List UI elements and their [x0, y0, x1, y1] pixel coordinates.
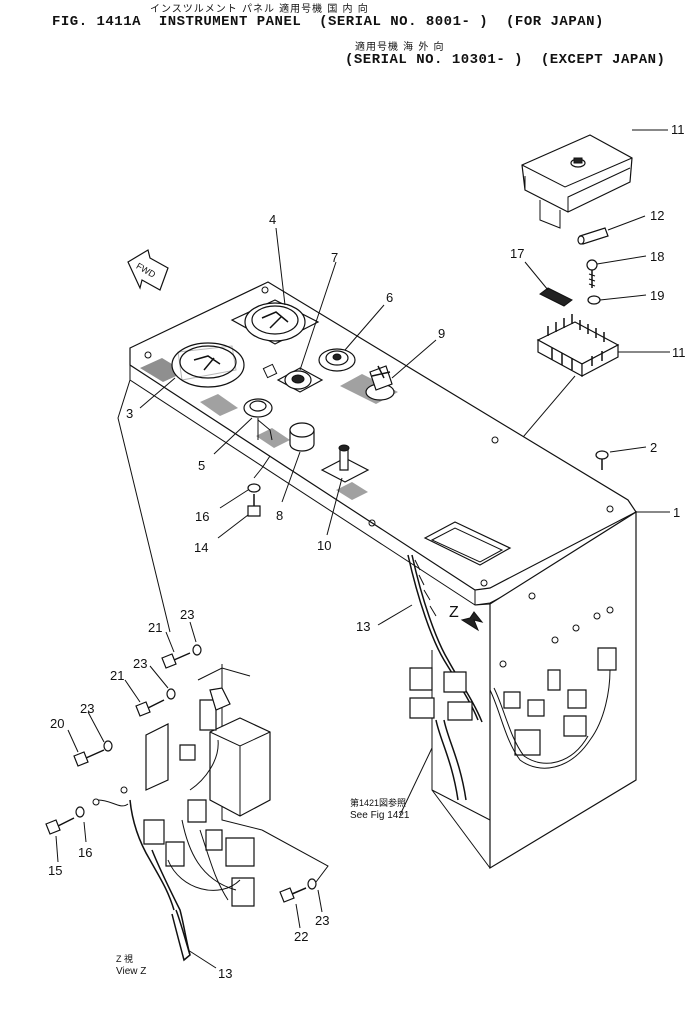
washer-part-16-bottom	[75, 806, 85, 818]
callout-1: 1	[673, 505, 680, 520]
callout-19: 19	[650, 288, 664, 303]
toggle-switch-part-10	[320, 444, 370, 483]
screw-part-2	[595, 450, 609, 470]
callout-18: 18	[650, 249, 664, 264]
wire-harness-part-13	[407, 554, 617, 801]
see-fig-reference: See Fig 1421	[350, 810, 410, 821]
switch-part-6	[318, 348, 356, 372]
sleeve-part-12	[577, 227, 609, 245]
callout-14: 14	[194, 540, 208, 555]
figure-number: FIG. 1411A	[52, 14, 142, 30]
callout-12: 12	[650, 208, 664, 223]
callout-11-cover: 11	[671, 122, 685, 137]
callout-23-c: 23	[80, 701, 94, 716]
clip-part-17	[539, 287, 573, 307]
button-part-8	[289, 422, 315, 452]
view-z-japanese: Z 視	[116, 953, 133, 964]
bolt-part-22	[279, 887, 307, 903]
washer-part-19	[587, 295, 601, 305]
callout-23-b: 23	[133, 656, 147, 671]
bolt-part-20	[73, 749, 105, 767]
view-z-assembly	[129, 664, 271, 962]
console-box	[431, 510, 637, 870]
z-arrow-label: Z	[449, 604, 459, 621]
washer-part-23-c	[103, 740, 113, 752]
view-z-label: View Z	[116, 966, 146, 977]
callout-10: 10	[317, 538, 331, 553]
callout-8: 8	[276, 508, 283, 523]
header-japanese-line-1: インスツルメント パネル 適用号機 国 内 向	[150, 4, 369, 15]
except-japan: (EXCEPT JAPAN)	[540, 52, 666, 68]
callout-20: 20	[50, 716, 64, 731]
screw-part-18	[586, 259, 598, 288]
header-japanese-line-2: 適用号機 海 外 向	[355, 42, 445, 53]
washer-part-16-top	[247, 483, 261, 493]
switch-part-7	[262, 363, 324, 393]
cover-part-11	[521, 134, 633, 229]
callout-17: 17	[510, 246, 524, 261]
figure-title: INSTRUMENT PANEL	[158, 14, 302, 30]
figure-title-line: FIG. 1411A INSTRUMENT PANEL (SERIAL NO. …	[52, 14, 604, 30]
gauge-part-3	[171, 342, 245, 388]
callout-16-bottom: 16	[78, 845, 92, 860]
callout-15: 15	[48, 863, 62, 878]
callout-22: 22	[294, 929, 308, 944]
serial-export: (SERIAL NO. 10301- )	[345, 52, 524, 68]
callout-21-upper: 21	[148, 620, 162, 635]
callout-13-view: 13	[218, 966, 232, 981]
bolt-part-15	[45, 817, 75, 835]
for-japan: (FOR JAPAN)	[506, 14, 604, 30]
forward-direction-arrow	[127, 249, 169, 291]
view-z-arrow	[460, 611, 484, 632]
export-serial-line: (SERIAL NO. 10301- ) (EXCEPT JAPAN)	[345, 52, 665, 68]
ground-wire	[97, 799, 129, 807]
reference-line-center	[257, 419, 273, 441]
callout-16-top: 16	[195, 509, 209, 524]
bolt-part-21-upper	[161, 652, 191, 669]
callout-7: 7	[331, 250, 338, 265]
callout-11-block: 11	[672, 345, 686, 360]
callout-6: 6	[386, 290, 393, 305]
callout-23-d: 23	[315, 913, 329, 928]
key-switch-part-9	[340, 365, 398, 404]
callout-3: 3	[126, 406, 133, 421]
washer-part-23-a	[192, 644, 202, 656]
gauge-part-4	[230, 299, 320, 345]
callout-9: 9	[438, 326, 445, 341]
instrument-panel-top	[129, 281, 637, 606]
bolt-part-21-lower	[135, 699, 165, 717]
callout-13-main: 13	[356, 619, 370, 634]
callout-23-a: 23	[180, 607, 194, 622]
terminal-block-part-11	[536, 314, 620, 378]
reference-line-bottom	[261, 829, 329, 883]
callout-5: 5	[198, 458, 205, 473]
lamp-part-5	[243, 398, 273, 440]
bolt-part-14	[247, 494, 261, 517]
reference-line-left	[117, 379, 171, 633]
see-fig-japanese: 第1421図参照	[350, 797, 406, 808]
callout-4: 4	[269, 212, 276, 227]
callout-21-lower: 21	[110, 668, 124, 683]
washer-part-23-d	[307, 878, 317, 890]
serial-japan: (SERIAL NO. 8001- )	[319, 14, 489, 30]
washer-part-23-b	[166, 688, 176, 700]
callout-2: 2	[650, 440, 657, 455]
